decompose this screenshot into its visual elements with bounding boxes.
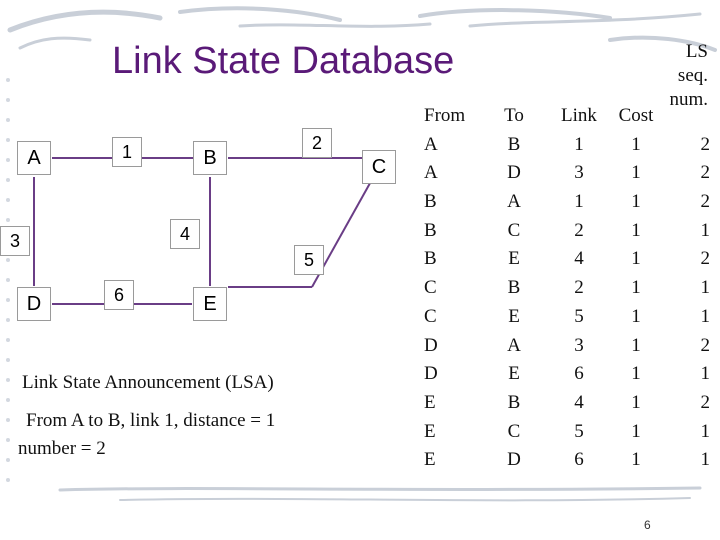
cell-cost: 1 [631, 133, 641, 155]
cell-from: B [424, 219, 437, 241]
edge-label-bc: 2 [302, 128, 332, 158]
cell-seq: 1 [700, 305, 711, 327]
cell-to: C [507, 219, 521, 241]
cell-cost: 1 [631, 277, 641, 299]
cell-link: 3 [574, 334, 584, 356]
column-seq: 2 2 2 1 2 1 1 2 1 2 1 1 [654, 102, 711, 475]
edge-label-be: 4 [170, 219, 200, 249]
cell-cost: 1 [631, 162, 641, 184]
cell-to: E [508, 305, 520, 327]
node-d: D [17, 287, 51, 321]
cell-from: E [424, 420, 436, 442]
cell-cost: 1 [631, 305, 641, 327]
cell-seq: 1 [700, 449, 711, 471]
cell-link: 5 [574, 420, 584, 442]
cell-seq: 2 [700, 162, 711, 184]
ls-header-line3: num. [669, 89, 708, 110]
cell-from: D [424, 334, 438, 356]
lsa-detail-cont: number = 2 [18, 438, 106, 459]
cell-seq: 2 [700, 334, 711, 356]
cell-seq: 2 [700, 191, 711, 213]
cell-from: E [424, 449, 436, 471]
cell-cost: 1 [631, 449, 641, 471]
cell-from: A [424, 133, 438, 155]
cell-to: B [507, 277, 521, 299]
cell-link: 6 [574, 363, 584, 385]
node-c: C [362, 150, 396, 184]
cell-from: C [424, 277, 437, 299]
column-link: Link 1 3 1 2 4 2 5 3 6 4 5 6 [553, 102, 605, 475]
cell-cost: 1 [631, 191, 641, 213]
cell-cost: 1 [631, 248, 641, 270]
cell-link: 4 [574, 391, 584, 413]
cell-cost: 1 [631, 334, 641, 356]
cell-to: B [507, 133, 521, 155]
cell-cost: 1 [631, 219, 641, 241]
cell-to: B [507, 391, 521, 413]
ls-header-line1: LS [685, 41, 708, 62]
cell-link: 2 [574, 219, 584, 241]
cell-to: A [507, 334, 521, 356]
lsa-detail: From A to B, link 1, distance = 1 [26, 410, 276, 431]
cell-link: 2 [574, 277, 584, 299]
header-link: Link [561, 105, 597, 126]
node-a: A [17, 141, 51, 175]
ls-header-line2: seq. [677, 65, 708, 86]
header-to: To [504, 105, 524, 126]
cell-to: D [507, 449, 521, 471]
cell-seq: 2 [700, 391, 711, 413]
edge-label-ab: 1 [112, 137, 142, 167]
cell-cost: 1 [631, 391, 641, 413]
cell-cost: 1 [631, 420, 641, 442]
cell-from: D [424, 363, 438, 385]
page-title: Link State Database [112, 40, 455, 82]
cell-to: E [508, 248, 520, 270]
edge-label-de: 6 [104, 280, 134, 310]
header-from: From [424, 105, 466, 126]
node-e: E [193, 287, 227, 321]
edge-label-ad: 3 [0, 226, 30, 256]
cell-link: 1 [574, 133, 584, 155]
cell-from: B [424, 191, 437, 213]
cell-seq: 1 [700, 219, 711, 241]
cell-link: 6 [574, 449, 584, 471]
page-number: 6 [644, 518, 651, 532]
cell-to: D [507, 162, 521, 184]
cell-seq: 1 [700, 420, 711, 442]
cell-seq: 2 [700, 133, 711, 155]
cell-link: 1 [574, 191, 584, 213]
header-cost: Cost [618, 105, 654, 126]
cell-link: 4 [574, 248, 584, 270]
cell-cost: 1 [631, 363, 641, 385]
cell-to: E [508, 363, 520, 385]
cell-link: 5 [574, 305, 584, 327]
edge-label-ce: 5 [294, 245, 324, 275]
node-b: B [193, 141, 227, 175]
cell-seq: 1 [700, 363, 711, 385]
cell-from: A [424, 162, 438, 184]
ls-seq-header: LS seq. num. [669, 40, 708, 112]
header-seq-spacer [654, 102, 710, 131]
cell-seq: 1 [700, 277, 711, 299]
cell-from: E [424, 391, 436, 413]
cell-from: B [424, 248, 437, 270]
cell-from: C [424, 305, 437, 327]
column-cost: Cost 1 1 1 1 1 1 1 1 1 1 1 1 [608, 102, 664, 475]
cell-to: C [507, 420, 521, 442]
cell-link: 3 [574, 162, 584, 184]
cell-seq: 2 [700, 248, 711, 270]
cell-to: A [507, 191, 521, 213]
lsa-heading: Link State Announcement (LSA) [22, 372, 274, 393]
